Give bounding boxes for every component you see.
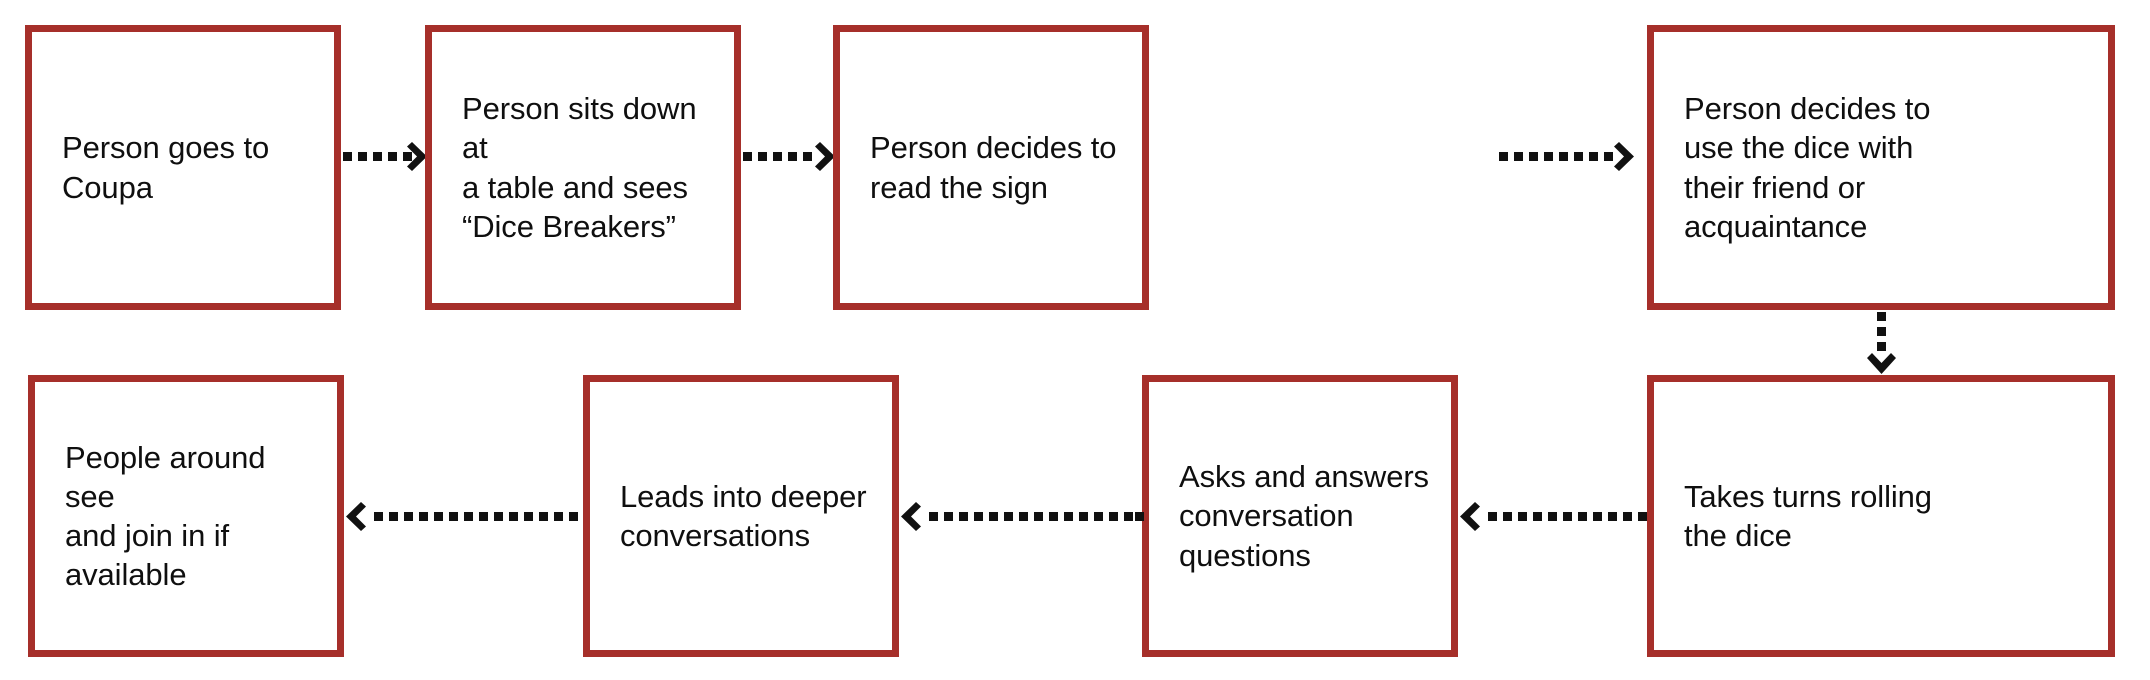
- flow-node-leads-into-deeper-conversations[interactable]: Leads into deeper conversations: [583, 375, 899, 657]
- flow-node-label: Person sits down at a table and sees “Di…: [462, 91, 697, 244]
- flow-node-label: Person decides to use the dice with thei…: [1684, 91, 1931, 244]
- flow-node-label: Asks and answers conversation questions: [1179, 459, 1429, 573]
- flow-node-label: Leads into deeper conversations: [620, 478, 867, 553]
- connector-arrow-down: [1865, 310, 1899, 376]
- flow-node-decides-to-read-sign[interactable]: Person decides to read the sign: [833, 25, 1149, 310]
- flow-node-sits-down-sees-dice-breakers[interactable]: Person sits down at a table and sees “Di…: [425, 25, 741, 310]
- flow-node-label: Person goes to Coupa: [62, 130, 270, 205]
- flow-node-takes-turns-rolling-dice[interactable]: Takes turns rolling the dice: [1647, 375, 2115, 657]
- flow-node-decides-to-use-dice[interactable]: Person decides to use the dice with thei…: [1647, 25, 2115, 310]
- flow-node-asks-answers-questions[interactable]: Asks and answers conversation questions: [1142, 375, 1458, 657]
- connector-arrow-left-2: [899, 500, 1144, 534]
- connector-arrow-left-3: [344, 500, 585, 534]
- connector-arrow-right-3: [1149, 140, 1649, 174]
- connector-arrow-right-2: [741, 140, 835, 174]
- flow-node-label: Takes turns rolling the dice: [1684, 478, 1932, 553]
- connector-arrow-left-1: [1458, 500, 1648, 534]
- connector-arrow-right-1: [341, 140, 427, 174]
- flow-node-label: Person decides to read the sign: [870, 130, 1117, 205]
- flow-node-people-around-join-in[interactable]: People around see and join in if availab…: [28, 375, 344, 657]
- flow-node-label: People around see and join in if availab…: [65, 439, 266, 593]
- flow-node-person-goes-to-coupa[interactable]: Person goes to Coupa: [25, 25, 341, 310]
